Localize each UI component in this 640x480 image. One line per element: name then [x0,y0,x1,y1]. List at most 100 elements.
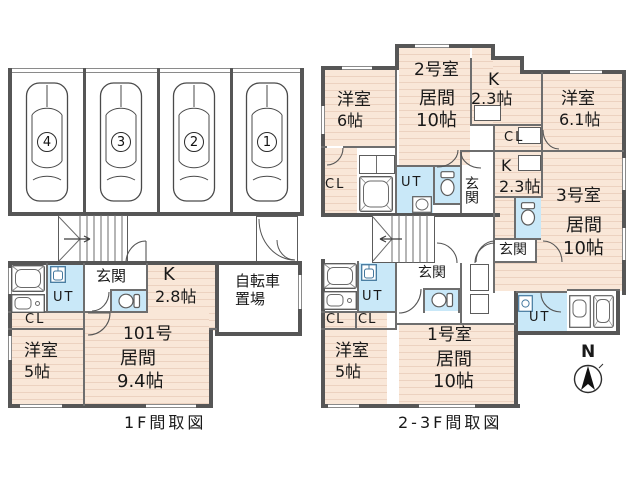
label-room2-size: 10帖 [416,110,457,131]
label-west-size-1f: 5帖 [24,362,51,381]
kitchen-sink-3 [518,155,541,171]
caption-23f: 2-3F間取図 [398,413,503,432]
wall [395,261,397,330]
washing-machine-icon [50,266,66,283]
wall [8,68,12,216]
wall [110,289,148,291]
wall [493,238,541,240]
window [321,106,325,134]
wall [321,146,327,148]
wall [110,289,112,313]
wall [470,124,541,126]
label-west61-size: 6.1帖 [559,110,601,129]
wall [395,70,397,213]
label-k2: K [488,70,500,90]
wall [8,328,85,330]
label-kitchen-1f: K [163,264,175,285]
bathtub-icon [593,295,614,328]
wall [397,165,460,167]
wall [321,311,397,313]
label-room3-size: 10帖 [563,238,604,259]
wall [395,44,399,70]
wall [493,196,543,198]
wall [300,68,304,216]
garage-opening [160,68,230,73]
label-west6-size: 6帖 [337,111,364,130]
compass-icon [573,363,604,394]
door-arc [87,312,111,336]
washing-machine-icon [361,264,377,281]
wall [355,311,357,330]
label-ut-3: UT [529,310,551,325]
sink-icon [518,295,533,312]
washbasin-icon [10,293,45,314]
label-kitchen-size-1f: 2.8帖 [155,287,197,306]
window [622,158,626,190]
door-arc [398,288,422,314]
garage-opening [12,68,83,73]
label-living-size-1f: 9.4帖 [117,371,164,392]
wall [460,150,493,152]
bathtub-icon [322,262,357,290]
label-cl-2: CL [325,177,346,192]
label-room2-living: 居間 [419,88,455,109]
door-arc [542,240,563,263]
wall [8,404,213,408]
room-living-101 [85,313,209,404]
label-genkan-2: 玄関 [463,176,479,204]
room-west-6 [325,70,395,146]
wall [423,288,425,313]
wall [215,332,302,336]
wall [491,44,495,60]
bathtub-icon [358,175,393,212]
label-k2-size: 2.3帖 [471,89,513,108]
wall [541,72,543,198]
label-room3-living: 居間 [566,215,602,236]
wall [209,330,213,408]
toilet-icon [520,202,536,226]
window [622,228,626,260]
closet-cl-2 [325,148,357,213]
room-2-living [399,48,470,165]
wall [8,212,304,216]
label-west61: 洋室 [561,89,595,109]
wall [83,263,85,406]
closet-divider [376,156,377,173]
label-west5-size: 5帖 [335,362,362,381]
door-arc [91,291,110,312]
wall [433,165,435,205]
label-genkan-1: 玄関 [418,265,446,281]
label-west5: 洋室 [335,341,369,361]
wall [516,291,567,293]
window [20,404,62,408]
door-arc [460,151,482,169]
wall [8,311,85,313]
wall [85,311,146,313]
wall [343,146,397,148]
room-west-5 [12,330,83,404]
wall [8,261,302,265]
wall [535,238,537,263]
label-room2: 2号室 [414,60,459,80]
window [146,404,196,408]
staircase-treads [372,215,428,263]
room-1-living [399,325,514,404]
garage-opening [233,68,300,73]
wall [46,263,48,311]
door-arc [258,218,296,261]
shoe-cabinet [470,294,489,314]
parking-stall-number: 4 [37,132,57,152]
toilet-icon [440,171,455,197]
wall [514,331,620,335]
label-ut-2: UT [401,175,423,190]
label-cl-1a: CL [326,312,345,327]
washbasin-icon [412,196,432,213]
closet-box [359,155,395,174]
toilet-icon [118,293,141,309]
door-arc [326,147,344,166]
kitchen-sink-2 [474,105,501,121]
door-arc [474,242,496,264]
wall [321,66,325,217]
wall [493,150,624,152]
bathtub-icon [10,264,45,293]
